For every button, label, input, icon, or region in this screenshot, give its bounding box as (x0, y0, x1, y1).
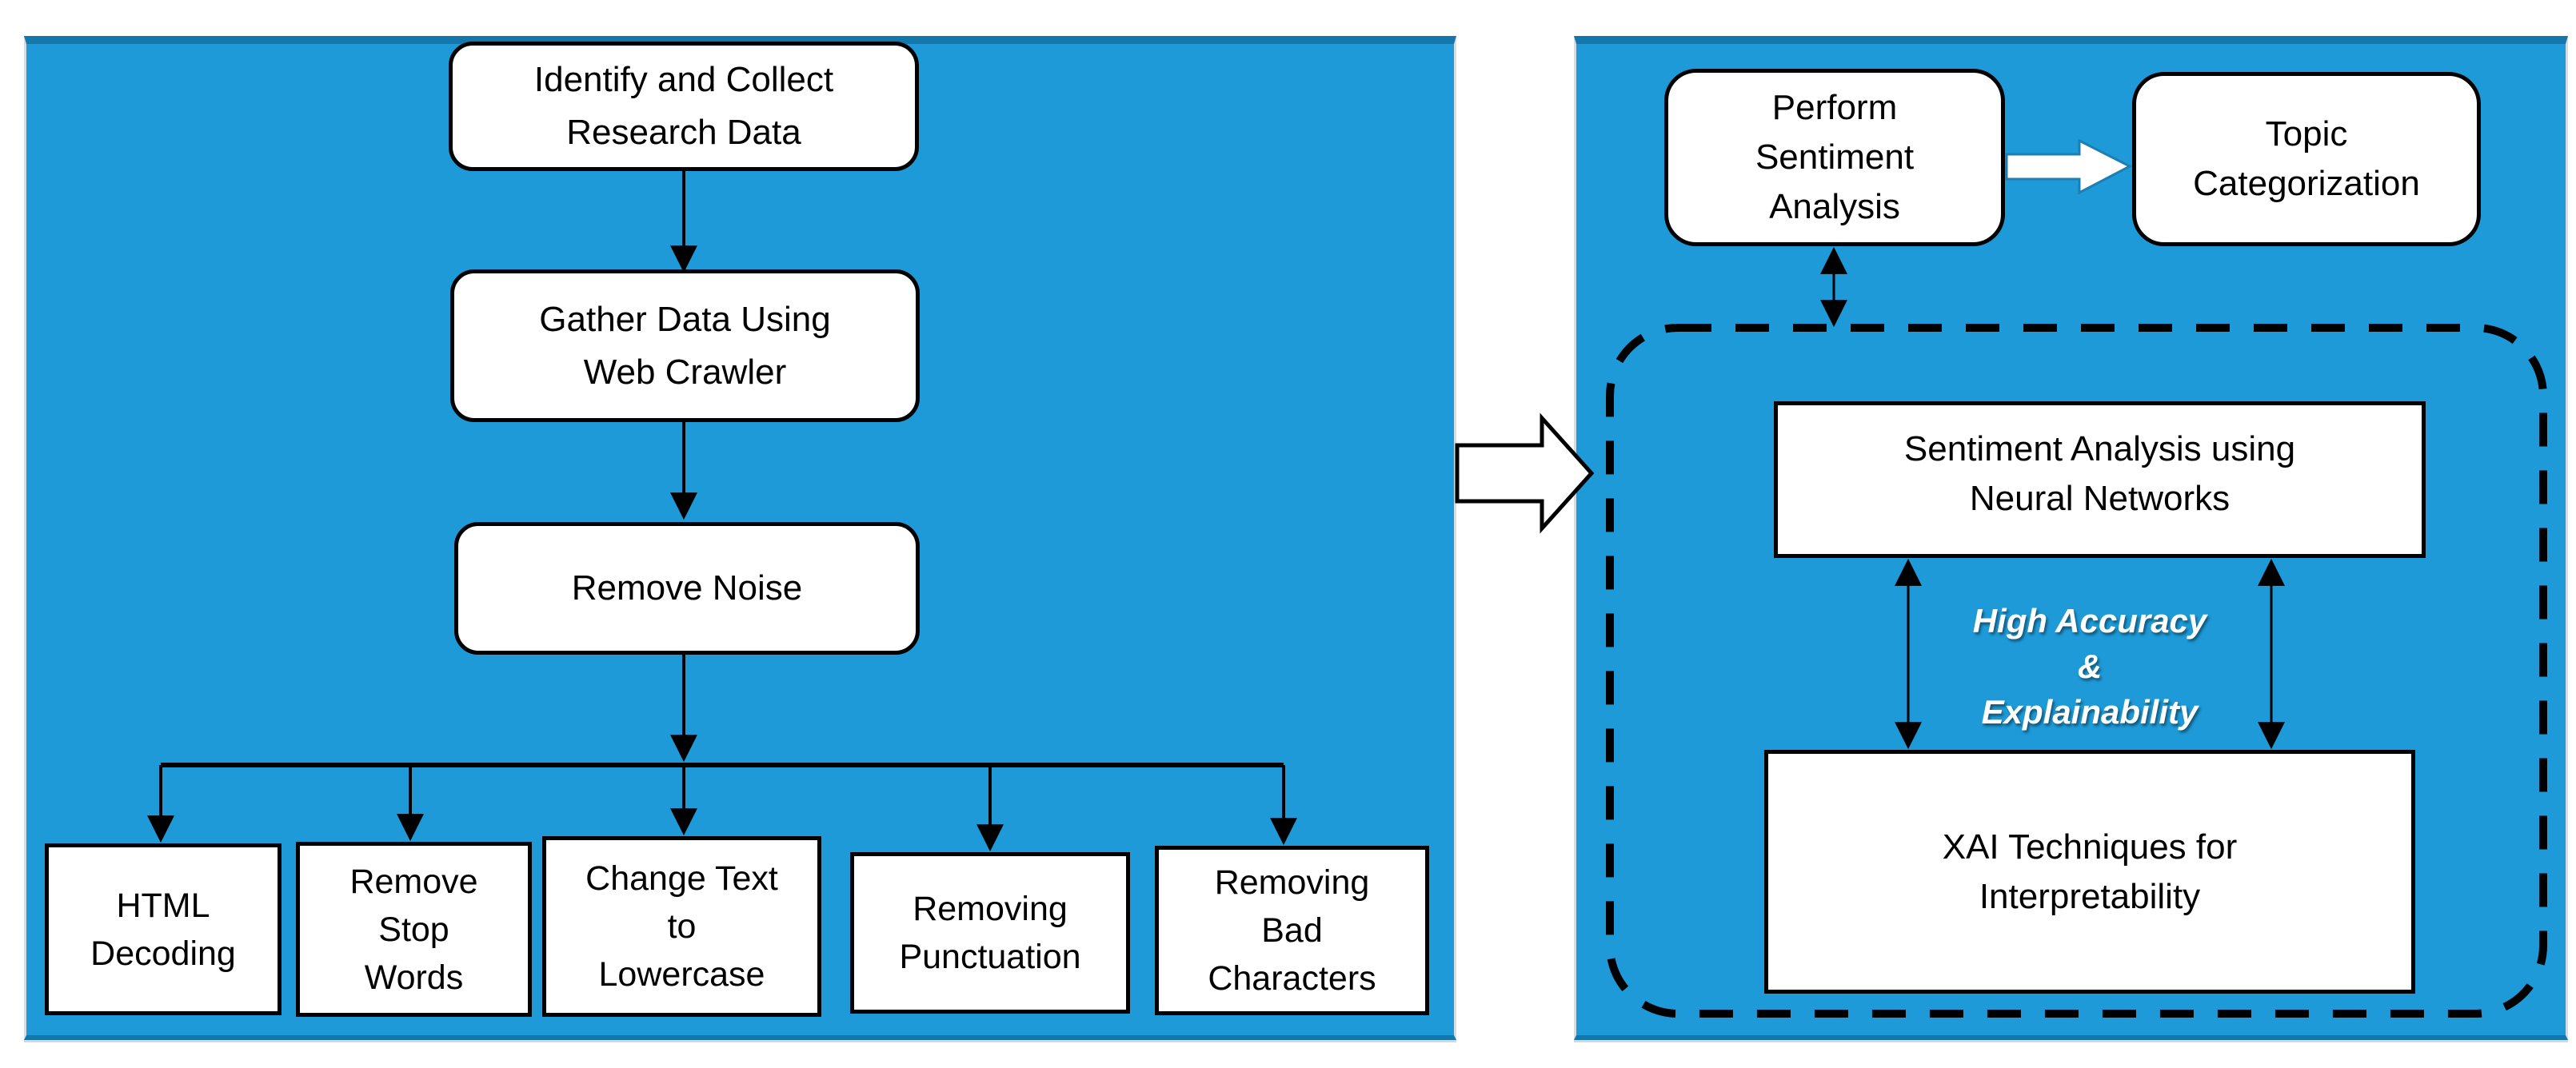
text-line: Web Crawler (583, 352, 787, 392)
text-line: Lowercase (598, 955, 765, 994)
text-line: Analysis (1769, 187, 1900, 226)
text-line: Gather Data Using (539, 299, 831, 339)
text-line: Change Text (585, 859, 778, 898)
perform-to-topic-arrow (2005, 138, 2133, 195)
text-line: Characters (1208, 959, 1376, 998)
leaf-box-remove-stop-words: Remove Stop Words (296, 842, 532, 1017)
text-line: Remove (349, 862, 478, 901)
text-line: Decoding (90, 934, 236, 973)
text-line: XAI Techniques for (1942, 827, 2238, 867)
text-line: Identify and Collect (533, 60, 834, 99)
leaf-box-removing-punctuation: Removing Punctuation (850, 852, 1130, 1014)
text-line: Words (364, 958, 464, 997)
text-line: Stop (378, 910, 449, 949)
text-line: & (2077, 648, 2103, 685)
text-line: Categorization (2193, 164, 2420, 203)
leaf-box-change-text-lowercase: Change Text to Lowercase (542, 836, 821, 1017)
text-line: Neural Networks (1969, 479, 2231, 518)
accuracy-annotation: High Accuracy & Explainability (1938, 598, 2242, 735)
leaf-box-html-decoding: HTML Decoding (45, 843, 282, 1015)
text-line: Removing (1214, 863, 1370, 902)
topic-categorization-box: Topic Categorization (2132, 72, 2481, 246)
xai-dashed-boundary (1606, 324, 2547, 1018)
text-line: Removing (913, 890, 1068, 928)
text-line: Remove Noise (571, 568, 803, 608)
xai-techniques-box: XAI Techniques for Interpretability (1764, 750, 2415, 994)
flow-box-gather-data: Gather Data Using Web Crawler (450, 269, 920, 422)
text-line: HTML (116, 886, 210, 925)
text-line: Punctuation (899, 938, 1081, 976)
text-line: Perform (1771, 88, 1898, 127)
text-line: Bad (1261, 911, 1323, 950)
text-line: Explainability (1981, 693, 2199, 731)
flow-box-identify-collect: Identify and Collect Research Data (449, 42, 919, 171)
text-line: Interpretability (1979, 876, 2201, 916)
text-line: Research Data (566, 113, 801, 152)
text-line: High Accuracy (1972, 602, 2207, 640)
text-line: Sentiment Analysis using (1903, 429, 2296, 468)
flow-box-remove-noise: Remove Noise (454, 522, 920, 655)
leaf-box-removing-bad-characters: Removing Bad Characters (1155, 846, 1429, 1015)
panel-link-block-arrow (1455, 412, 1595, 534)
perform-sentiment-box: Perform Sentiment Analysis (1664, 69, 2005, 246)
nn-sentiment-box: Sentiment Analysis using Neural Networks (1774, 401, 2426, 558)
text-line: Topic (2265, 114, 2348, 153)
text-line: to (667, 907, 697, 946)
text-line: Sentiment (1755, 137, 1915, 177)
